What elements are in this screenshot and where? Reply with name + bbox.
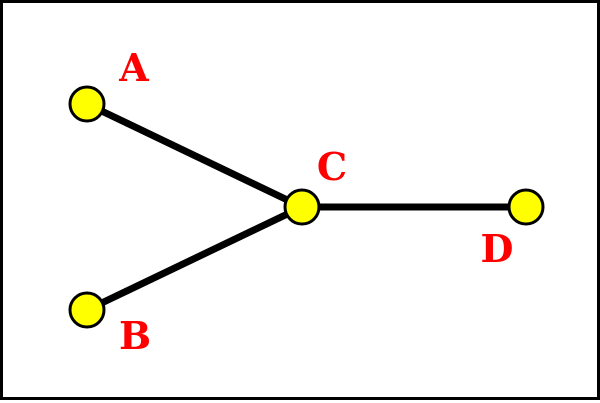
node-label-c: C [317,144,347,189]
edge-b-c [83,203,306,314]
edge-a-c [83,100,306,211]
graph-diagram: A B C D [68,45,545,358]
nodes-layer [68,85,545,329]
node-label-d: D [481,226,514,271]
node-b [68,291,106,329]
edges-layer [83,100,530,314]
node-d [507,188,545,226]
node-c [283,188,321,226]
node-a [68,85,106,123]
node-label-b: B [119,313,151,358]
labels-layer: A B C D [118,45,513,358]
node-label-a: A [118,45,149,90]
